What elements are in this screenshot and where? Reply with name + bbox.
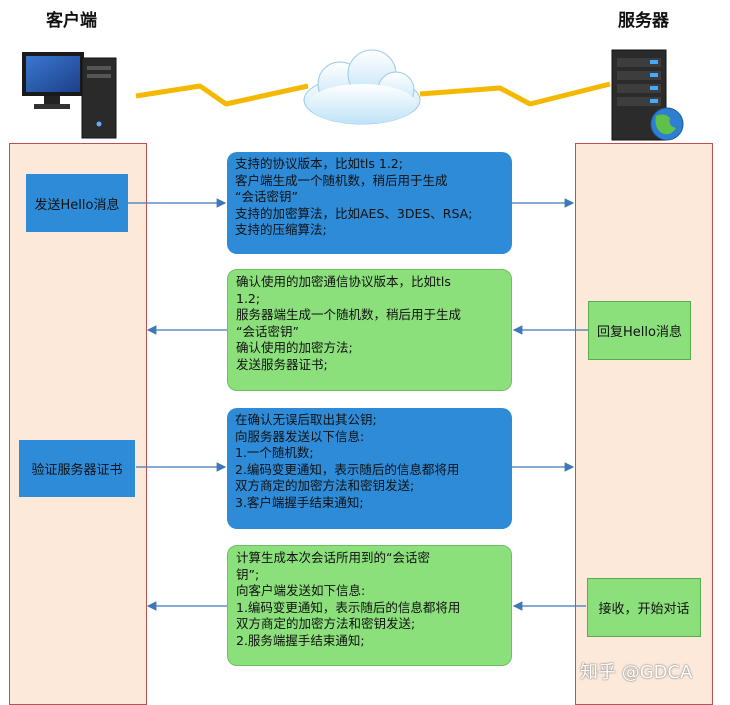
client-hello-message: 支持的协议版本，比如tls 1.2; 客户端生成一个随机数，稍后用于生成 “会话… (227, 152, 512, 254)
server-icon (611, 49, 684, 141)
lightning-right-icon (419, 81, 611, 107)
receive-step: 接收，开始对话 (587, 578, 701, 637)
verify-cert-step: 验证服务器证书 (19, 440, 135, 497)
server-hello-message: 确认使用的加密通信协议版本，比如tls 1.2; 服务器端生成一个随机数，稍后用… (227, 269, 512, 391)
watermark: 知乎 @GDCA (580, 662, 693, 683)
cloud-icon (303, 49, 421, 125)
server-title: 服务器 (618, 11, 669, 31)
reply-hello-step: 回复Hello消息 (588, 301, 691, 360)
client-key-exchange-message: 在确认无误后取出其公钥; 向服务器发送以下信息: 1.一个随机数; 2.编码变更… (227, 408, 512, 529)
send-hello-step: 发送Hello消息 (26, 174, 128, 232)
client-title: 客户端 (46, 11, 97, 31)
server-finished-message: 计算生成本次会话所用到的“会话密 钥”; 向客户端发送如下信息: 1.编码变更通… (227, 545, 512, 666)
lightning-left-icon (135, 83, 309, 107)
computer-icon (22, 52, 117, 139)
client-lane (9, 143, 147, 705)
